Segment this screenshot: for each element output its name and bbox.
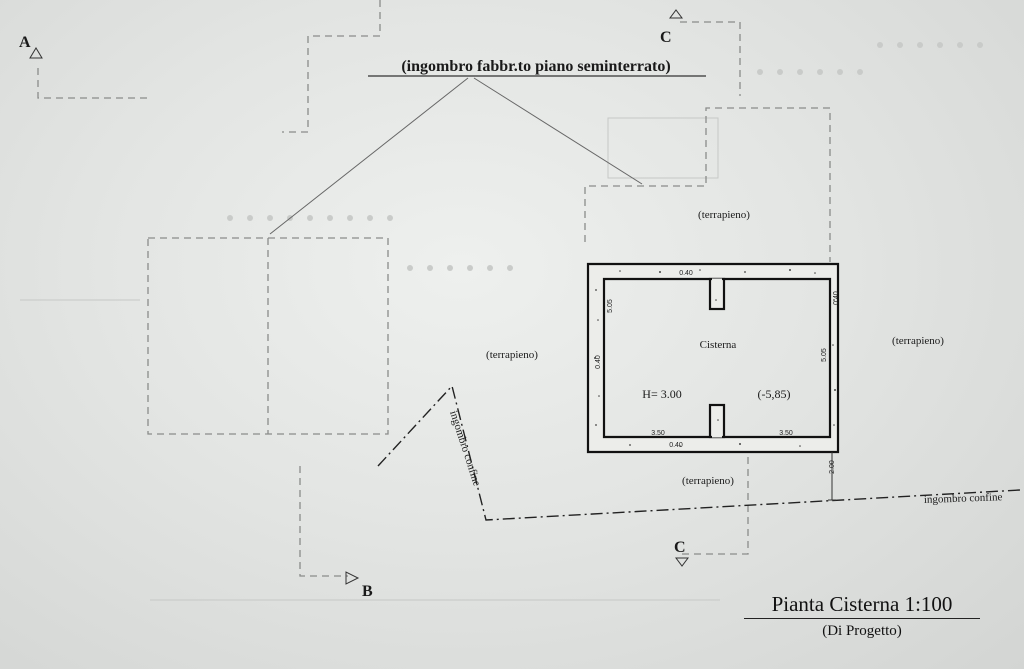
dim-inner-width-left: 3.50 xyxy=(651,430,665,437)
section-label-a: A xyxy=(19,34,31,51)
title-underline xyxy=(744,618,980,619)
dim-right-wall: 0.40 xyxy=(833,291,840,305)
fill-label-top: (terrapieno) xyxy=(698,209,750,221)
boundary-line xyxy=(377,384,1021,521)
dim-top-wall: 0.40 xyxy=(679,270,693,277)
basement-footprint-outline xyxy=(37,0,831,577)
dim-inner-height-right: 5.05 xyxy=(821,348,828,362)
fill-label-bottom: (terrapieno) xyxy=(682,475,734,487)
section-label-c-top: C xyxy=(660,29,672,46)
drawing-subtitle: (Di Progetto) xyxy=(822,623,902,639)
ghost-dots xyxy=(227,42,983,271)
dim-inner-width-right: 3.50 xyxy=(779,430,793,437)
cistern-name: Cisterna xyxy=(700,339,737,351)
dim-left-wall: 0.40 xyxy=(595,355,602,369)
cistern-height: H= 3.00 xyxy=(642,387,681,401)
dim-bottom-wall: 0.40 xyxy=(669,442,683,449)
dim-offset: 2.00 xyxy=(829,460,836,474)
drawing-title: Pianta Cisterna 1:100 xyxy=(771,592,953,616)
callout-leaders xyxy=(269,75,706,235)
concrete-hatch xyxy=(594,269,836,447)
callout-label: (ingombro fabbr.to piano seminterrato) xyxy=(401,58,670,75)
cistern-level: (-5,85) xyxy=(758,387,791,401)
fill-label-left: (terrapieno) xyxy=(486,349,538,361)
boundary-label-diagonal: ingombro confine xyxy=(447,409,483,487)
title-block: Pianta Cisterna 1:100 (Di Progetto) xyxy=(744,592,980,640)
section-label-b: B xyxy=(362,583,373,600)
cistern-walls xyxy=(586,262,840,454)
dim-inner-height-left: 5.05 xyxy=(607,299,614,313)
section-label-c-bottom: C xyxy=(674,539,686,556)
ghost-marks xyxy=(20,117,720,601)
section-markers xyxy=(29,9,689,585)
fill-label-right: (terrapieno) xyxy=(892,335,944,347)
offset-dimension xyxy=(828,452,836,501)
boundary-label-horizontal: ingombro confine xyxy=(924,491,1003,506)
